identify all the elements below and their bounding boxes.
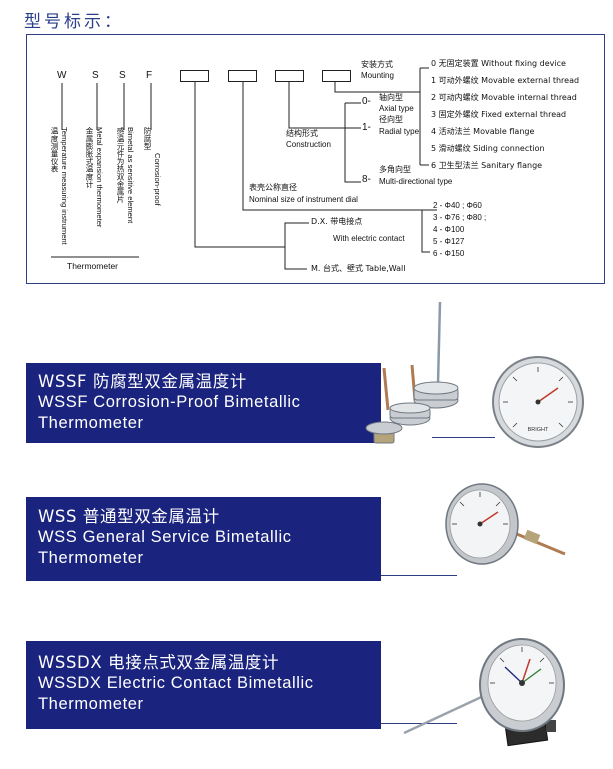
construction-axial-en: Axial type: [379, 104, 414, 113]
code-box-3: [275, 70, 304, 82]
code-box-4: [322, 70, 351, 82]
column-corrosion-cn-wrap: 防腐型: [142, 127, 152, 150]
product-wssdx-title-en: WSSDX Electric Contact Bimetallic: [38, 674, 314, 692]
code-letter-s2: S: [119, 70, 126, 81]
column-temperature-en: Temperature measuring instrument: [60, 127, 69, 245]
column-bimetal-en-wrap: Bimetal as sensitive element: [125, 127, 135, 223]
product-wss-title-en: WSS General Service Bimetallic: [38, 528, 292, 546]
dial-title-en: Nominal size of instrument dial: [249, 195, 358, 204]
product-wss-title-cn: WSS 普通型双金属温计: [38, 507, 220, 526]
construction-radial-cn: 径向型: [379, 115, 403, 124]
code-letter-w: W: [57, 70, 67, 81]
model-designation-diagram: W S S F 温度测量仪表 Temperature measuring ins…: [26, 34, 605, 284]
dial-option-3: 3 - Φ76 ; Φ80 ;: [433, 213, 487, 222]
construction-radial-en: Radial type: [379, 127, 420, 136]
product-wssf-underline: [432, 437, 495, 438]
mounting-option-5: 5 滑动螺纹 Siding connection: [431, 144, 545, 153]
gauge-brand-label: BRIGHT: [528, 427, 549, 433]
product-wssdx-title-en2: Thermometer: [38, 695, 144, 713]
column-bimetal-cn-wrap: 感温元件为热双金属片: [115, 127, 125, 203]
product-banner-wss: WSS 普通型双金属温计 WSS General Service Bimetal…: [26, 497, 381, 581]
column-metal-cn-wrap: 金属膨胀式温度计: [84, 127, 94, 188]
wss-thermometer-image: [445, 483, 566, 565]
mounting-option-0: 0 无固定装置 Without fixing device: [431, 59, 566, 68]
column-temperature: 温度测量仪表: [49, 127, 59, 173]
code-letter-s1: S: [92, 70, 99, 81]
column-metal-cn: 金属膨胀式温度计: [85, 127, 94, 188]
mount-type-label: M. 台式、壁式 Table,Wall: [311, 264, 406, 273]
dial-option-4: 4 - Φ100: [433, 225, 465, 234]
product-wssf-title-cn: WSSF 防腐型双金属温度计: [38, 372, 247, 391]
column-corrosion-en: Corrosion-proof: [153, 153, 162, 206]
dial-option-2: 2 - Φ40 ; Φ60: [433, 201, 482, 210]
column-temperature-cn: 温度测量仪表: [50, 127, 59, 173]
column-metal-en: Metal expansion thermometer: [95, 127, 104, 228]
electric-contact-cn: D.X. 带电接点: [311, 217, 363, 226]
product-wssf-title-en: WSSF Corrosion-Proof Bimetallic: [38, 393, 301, 411]
mounting-option-2: 2 可动内螺纹 Movable internal thread: [431, 93, 577, 102]
product-banner-wssf: WSSF 防腐型双金属温度计 WSSF Corrosion-Proof Bime…: [26, 363, 381, 443]
product-wss-title-en2: Thermometer: [38, 549, 144, 567]
column-temperature-en-wrap: Temperature measuring instrument: [59, 127, 69, 245]
product-wssdx-title-cn: WSSDX 电接点式双金属温度计: [38, 653, 280, 672]
wssdx-thermometer-image: [403, 638, 565, 747]
dial-title-cn: 表壳公称直径: [249, 183, 297, 192]
mounting-option-6: 6 卫生型法兰 Sanitary flange: [431, 161, 543, 170]
code-letter-f: F: [146, 70, 153, 81]
construction-multi-cn: 多角向型: [379, 165, 411, 174]
column-metal-en-wrap: Metal expansion thermometer: [94, 127, 104, 227]
construction-multi-en: Multi-directional type: [379, 177, 453, 186]
product-wss-underline: [381, 575, 457, 576]
mounting-title-en: Mounting: [361, 71, 394, 80]
construction-title-cn: 结构形式: [286, 129, 318, 138]
product-wssf-title-en2: Thermometer: [38, 414, 144, 432]
electric-contact-en: With electric contact: [333, 234, 405, 243]
mounting-option-3: 3 固定外螺纹 Fixed external thread: [431, 110, 567, 119]
column-bimetal-en: Bimetal as sensitive element: [126, 127, 135, 224]
construction-axial-cn: 轴向型: [379, 93, 403, 102]
column-bimetal-cn: 感温元件为热双金属片: [116, 127, 125, 203]
product-banner-wssdx: WSSDX 电接点式双金属温度计 WSSDX Electric Contact …: [26, 641, 381, 729]
product-wssdx-underline: [381, 723, 457, 724]
construction-radial-code: 1-: [362, 122, 371, 133]
mounting-option-1: 1 可动外螺纹 Movable external thread: [431, 76, 580, 85]
column-corrosion-en-wrap: Corrosion-proof: [152, 153, 162, 206]
code-box-1: [180, 70, 209, 82]
construction-multi-code: 8-: [362, 174, 371, 185]
dial-option-5: 5 - Φ127: [433, 237, 465, 246]
code-box-2: [228, 70, 257, 82]
mounting-title-cn: 安装方式: [361, 60, 393, 69]
connector-lines: [51, 67, 437, 270]
construction-title-en: Construction: [286, 140, 331, 149]
page-title: 型号标示：: [24, 12, 124, 32]
wssf-thermometer-image: BRIGHT: [365, 301, 584, 448]
dial-option-6: 6 - Φ150: [433, 249, 465, 258]
thermometer-label: Thermometer: [67, 261, 119, 271]
construction-axial-code: 0-: [362, 96, 371, 107]
column-corrosion-cn: 防腐型: [143, 127, 152, 150]
mounting-option-4: 4 活动法兰 Movable flange: [431, 127, 535, 136]
